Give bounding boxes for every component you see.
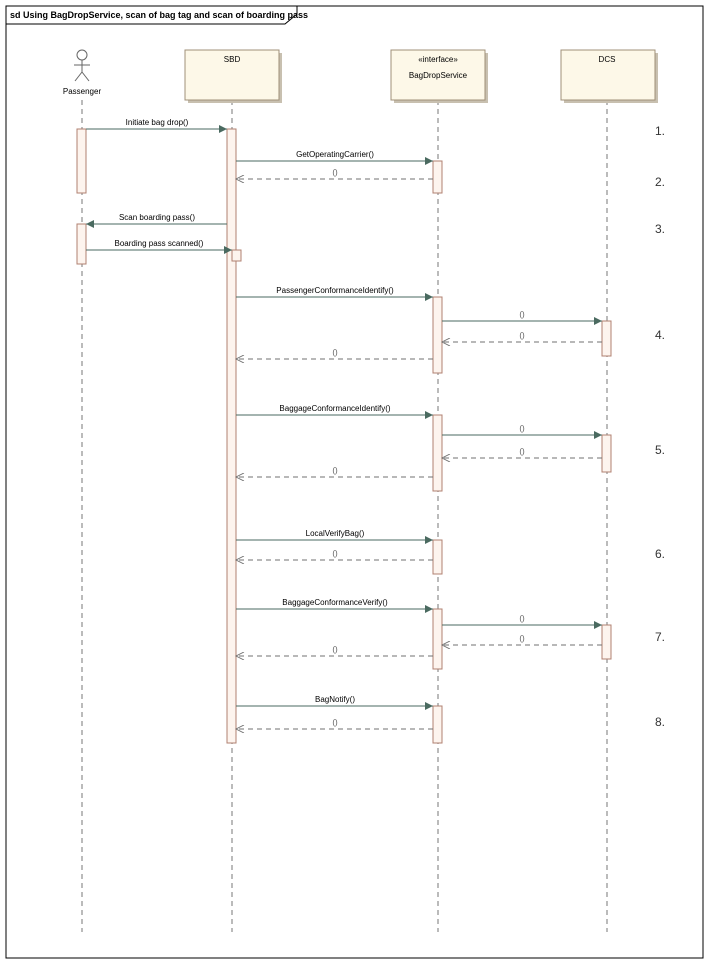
message-boarding-pass-scanned: Boarding pass scanned(): [86, 239, 232, 254]
activation-sbd-nested: [231, 249, 242, 262]
return-pci-dcs-label: (): [519, 331, 525, 340]
activation-dcs-3: [601, 624, 612, 660]
return-local-verify-bag: (): [236, 549, 433, 560]
step-number-7: 7.: [655, 630, 665, 644]
actor-passenger: Passenger: [63, 49, 102, 96]
return-get-carrier-label: (): [332, 168, 338, 177]
message-get-operating-carrier: GetOperatingCarrier(): [236, 150, 433, 165]
return-get-operating-carrier: (): [236, 168, 433, 179]
step-number-2: 2.: [655, 175, 665, 189]
activation-bds-3: [432, 414, 443, 492]
message-bci-label: BaggageConformanceIdentify(): [279, 404, 391, 413]
message-initiate-label: Initiate bag drop(): [126, 118, 189, 127]
activation-bds-4: [432, 539, 443, 575]
message-pci-label: PassengerConformanceIdentify(): [276, 286, 394, 295]
frame-title: sd Using BagDropService, scan of bag tag…: [10, 10, 308, 20]
message-pci-to-dcs: (): [442, 310, 602, 325]
message-bag-notify: BagNotify(): [236, 695, 433, 710]
activation-dcs-2: [601, 434, 612, 473]
frame-border: [5, 5, 704, 959]
stick-figure-icon: [74, 49, 90, 82]
message-get-carrier-label: GetOperatingCarrier(): [296, 150, 374, 159]
message-bci-dcs-label: (): [519, 424, 525, 433]
participant-bagdropservice: «interface» BagDropService: [390, 49, 488, 103]
return-bcv: (): [236, 645, 433, 656]
frame-title-tab: [6, 6, 298, 25]
activation-passenger-2: [76, 223, 87, 265]
step-number-5: 5.: [655, 443, 665, 457]
message-bci-to-dcs: (): [442, 424, 602, 439]
return-lvb-label: (): [332, 549, 338, 558]
return-bagnotify-label: (): [332, 718, 338, 727]
message-bagnotify-label: BagNotify(): [315, 695, 355, 704]
participant-sbd-label: SBD: [224, 55, 241, 64]
message-baggage-conformance-identify: BaggageConformanceIdentify(): [236, 404, 433, 419]
step-number-8: 8.: [655, 715, 665, 729]
return-bci-label: (): [332, 466, 338, 475]
message-passenger-conformance-identify: PassengerConformanceIdentify(): [236, 286, 433, 301]
return-bag-notify: (): [236, 718, 433, 729]
step-number-1: 1.: [655, 124, 665, 138]
message-scan-bp-label: Scan boarding pass(): [119, 213, 195, 222]
return-pci-from-dcs: (): [442, 331, 602, 342]
message-pci-dcs-label: (): [519, 310, 525, 319]
return-pci-label: (): [332, 348, 338, 357]
activation-bds-6: [432, 705, 443, 744]
activation-bds-5: [432, 608, 443, 670]
return-bci-from-dcs: (): [442, 447, 602, 458]
participant-dcs: DCS: [560, 49, 658, 103]
step-number-4: 4.: [655, 328, 665, 342]
activation-dcs-1: [601, 320, 612, 357]
message-bcv-label: BaggageConformanceVerify(): [282, 598, 388, 607]
return-pci: (): [236, 348, 433, 359]
step-number-6: 6.: [655, 547, 665, 561]
participant-dcs-label: DCS: [599, 55, 616, 64]
return-bci-dcs-label: (): [519, 447, 525, 456]
message-initiate-bag-drop: Initiate bag drop(): [86, 118, 227, 133]
activation-sbd: [226, 128, 237, 744]
participant-bagdropservice-stereotype: «interface»: [418, 55, 458, 64]
message-bp-scanned-label: Boarding pass scanned(): [115, 239, 204, 248]
participant-passenger-label: Passenger: [63, 87, 102, 96]
return-bcv-dcs-label: (): [519, 634, 525, 643]
participant-bagdropservice-label: BagDropService: [409, 71, 468, 80]
message-local-verify-bag: LocalVerifyBag(): [236, 529, 433, 544]
message-bcv-to-dcs: (): [442, 614, 602, 629]
step-number-3: 3.: [655, 222, 665, 236]
message-bcv-dcs-label: (): [519, 614, 525, 623]
activation-passenger-1: [76, 128, 87, 194]
return-bcv-from-dcs: (): [442, 634, 602, 645]
return-bcv-label: (): [332, 645, 338, 654]
participant-sbd: SBD: [184, 49, 282, 103]
return-bci: (): [236, 466, 433, 477]
message-lvb-label: LocalVerifyBag(): [306, 529, 365, 538]
activation-bds-1: [432, 160, 443, 194]
activation-bds-2: [432, 296, 443, 374]
message-scan-boarding-pass: Scan boarding pass(): [86, 213, 227, 228]
message-baggage-conformance-verify: BaggageConformanceVerify(): [236, 598, 433, 613]
